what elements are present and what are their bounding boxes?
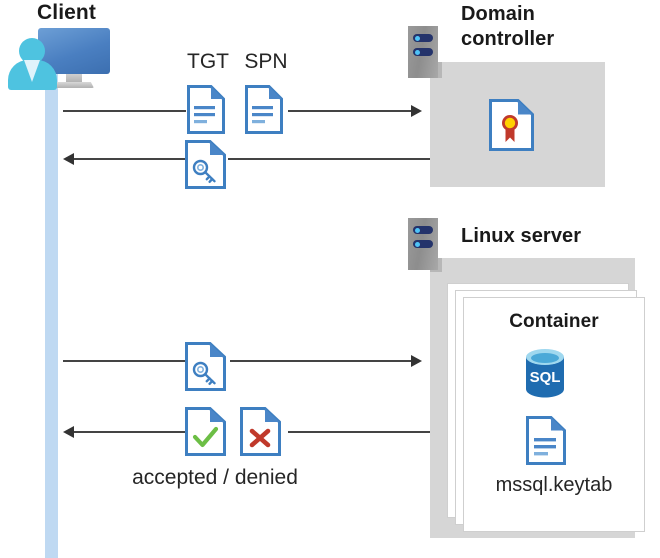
svg-text:SQL: SQL (530, 369, 561, 386)
flow-linux-to-client-segment-right (288, 431, 430, 433)
flow-client-to-linux-segment-right (230, 360, 412, 362)
keytab-filename-label: mssql.keytab (495, 474, 613, 496)
container-title: Container (509, 311, 599, 332)
client-title: Client (37, 1, 96, 24)
document-checkmark-icon (185, 407, 226, 456)
domain-controller-title: Domain controller (461, 3, 555, 50)
document-key-icon-request (185, 342, 226, 391)
document-lines-icon-keytab (526, 416, 566, 465)
document-key-icon-ticket (185, 140, 226, 189)
flow-client-to-dc-segment-right (288, 110, 412, 112)
flow-linux-to-client-segment-left (74, 431, 186, 433)
document-certificate-icon (489, 99, 534, 151)
linux-server-title: Linux server (461, 225, 582, 247)
document-lines-icon-tgt (187, 85, 225, 134)
flow-client-to-dc-arrowhead (411, 105, 422, 117)
container-card-front[interactable]: Container SQL mssql.keytab (463, 297, 645, 532)
server-rack-icon-linux (408, 218, 438, 270)
flow-dc-to-client-segment-left (74, 158, 186, 160)
flow-client-to-linux-arrowhead (411, 355, 422, 367)
sql-database-icon: SQL (521, 347, 569, 399)
client-computer-user-icon (8, 24, 114, 90)
document-lines-icon-spn (245, 85, 283, 134)
tgt-label: TGT (187, 50, 229, 73)
flow-client-to-dc-segment-left (63, 110, 186, 112)
server-rack-icon-domain-controller (408, 26, 438, 78)
spn-label: SPN (244, 50, 288, 73)
flow-dc-to-client-segment-right (228, 158, 430, 160)
document-cross-icon (240, 407, 281, 456)
client-lifeline (45, 62, 58, 558)
flow-linux-to-client-arrowhead (63, 426, 74, 438)
accepted-denied-label: accepted / denied (132, 466, 298, 489)
flow-client-to-linux-segment-left (63, 360, 186, 362)
flow-dc-to-client-arrowhead (63, 153, 74, 165)
